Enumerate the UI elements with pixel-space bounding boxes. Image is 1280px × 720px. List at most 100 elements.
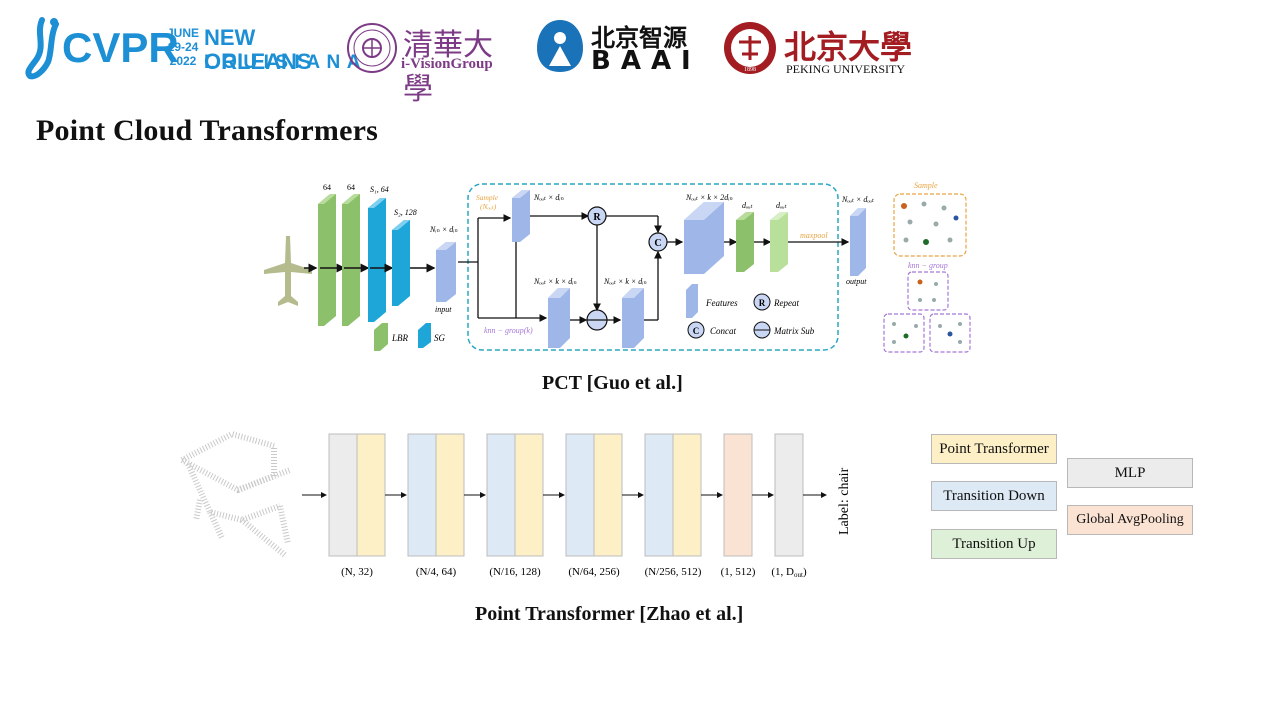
legend-point-transformer: Point Transformer	[931, 434, 1057, 464]
label-nout-paren: (Nₒᵤₜ)	[480, 202, 497, 211]
stage-3-point-transformer	[514, 433, 544, 557]
label-nin: Nᵢₙ × dᵢₙ	[429, 225, 458, 234]
concat-legend-icon	[687, 321, 705, 339]
cvpr-logo: CVPR JUNE 19-24 2022 NEW ORLEANS LOUISIA…	[22, 16, 361, 80]
knn-box-2	[883, 313, 925, 353]
repeat-legend-icon	[753, 293, 771, 311]
pku-name: 北京大學	[784, 28, 913, 66]
stage-3-dims: (N/16, 128)	[489, 566, 541, 578]
cvpr-date-month: JUNE	[166, 26, 199, 40]
label-nkd-b: Nₒᵤₜ × k × dᵢₙ	[603, 277, 647, 286]
pku-logo: 1898 北京大學 PEKING UNIVERSITY	[722, 20, 922, 80]
output-label: Label: chair	[837, 467, 852, 535]
tsinghua-group: i-VisionGroup	[401, 56, 493, 72]
tsinghua-logo: 清華大學 i-VisionGroup	[345, 20, 505, 107]
repeat-legend-letter: R	[759, 298, 766, 308]
lbr-block-1	[318, 194, 336, 326]
legend-transition-down: Transition Down	[931, 481, 1057, 511]
pku-seal-icon: 1898	[724, 22, 776, 74]
label-nout-din: Nₒᵤₜ × dᵢₙ	[533, 193, 564, 202]
chair-pointcloud-icon	[175, 430, 292, 559]
lbr-legend-label: LBR	[391, 333, 409, 343]
lbr-legend-icon	[374, 323, 388, 351]
stage-6-dims: (1, 512)	[721, 566, 756, 578]
features-legend-label: Features	[705, 298, 738, 308]
stage-1-mlp	[328, 433, 358, 557]
stage-1-dims: (N, 32)	[341, 566, 373, 578]
input-block	[436, 242, 456, 302]
sg-legend-icon	[418, 323, 431, 348]
lbr-block-2	[342, 194, 360, 326]
stage-6-global-avg-pooling	[723, 433, 753, 557]
diff-block	[622, 288, 644, 348]
stage-1-point-transformer	[356, 433, 386, 557]
repeat-node-label: R	[593, 212, 601, 223]
legend-mlp: MLP	[1067, 458, 1193, 488]
stage-2-dims: (N/4, 64)	[416, 566, 457, 578]
lbr-block-4	[770, 212, 788, 272]
baai-latin: BAAI	[591, 46, 701, 76]
legend-global-avg-pooling: Global AvgPooling	[1067, 505, 1193, 535]
tsinghua-seal-icon	[347, 23, 397, 73]
label-maxpool: maxpool	[800, 231, 828, 240]
stage-2-transition-down	[407, 433, 437, 557]
sg-legend-label: SG	[434, 333, 446, 343]
side-sample-label: Sample	[914, 181, 938, 190]
cvpr-wordmark: CVPR	[62, 24, 179, 71]
sg-block-2	[392, 220, 410, 306]
stage-3-transition-down	[486, 433, 516, 557]
saxophone-icon	[25, 17, 59, 80]
repeat-legend-label: Repeat	[773, 298, 799, 308]
label-dout-a: dₒᵤₜ	[742, 201, 753, 210]
label-input: input	[435, 305, 452, 314]
baai-mark-icon	[537, 20, 583, 72]
sg-block-1	[368, 198, 386, 322]
point-transformer-diagram: (N, 32) (N/4, 64) (N/16, 128) (N/64, 256…	[175, 430, 852, 579]
label-output: output	[846, 277, 867, 286]
cvpr-date: JUNE 19-24 2022	[164, 26, 202, 68]
cvpr-city: NEW ORLEANS	[204, 25, 312, 74]
label-dout-b: dₒᵤₜ	[776, 201, 787, 210]
label-sample: Sample	[476, 193, 499, 202]
pku-latin: PEKING UNIVERSITY	[786, 62, 905, 76]
stage-5-transition-down	[644, 433, 674, 557]
label-64b: 64	[347, 183, 355, 192]
sample-box	[893, 193, 967, 257]
concat-legend-label: Concat	[710, 326, 736, 336]
legend-transition-up: Transition Up	[931, 529, 1057, 559]
sg-module-box	[467, 183, 839, 351]
pct-architecture-diagram: 64 64 S₁, 64 S₂, 128 LBR SG Nᵢₙ × dᵢₙ in…	[264, 181, 971, 353]
pct-caption: PCT [Guo et al.]	[542, 372, 683, 394]
baai-name: 北京智源	[591, 24, 687, 52]
slide-title: Point Cloud Transformers	[36, 114, 379, 147]
concat-node-label: C	[654, 238, 661, 249]
grouped-block	[548, 288, 570, 348]
stage-4-transition-down	[565, 433, 595, 557]
label-nk2d: Nₒᵤₜ × k × 2dᵢₙ	[685, 193, 733, 202]
label-nkd-a: Nₒᵤₜ × k × dᵢₙ	[533, 277, 577, 286]
sample-points	[901, 201, 959, 245]
stage-7-mlp	[774, 433, 804, 557]
sampled-block	[512, 190, 530, 242]
stage-2-point-transformer	[435, 433, 465, 557]
pt-caption: Point Transformer [Zhao et al.]	[475, 603, 744, 625]
cvpr-date-days: 19-24	[167, 40, 199, 54]
label-64a: 64	[323, 183, 331, 192]
lbr-block-3	[736, 212, 754, 272]
stage-4-dims: (N/64, 256)	[568, 566, 620, 578]
cvpr-state: LOUISIANA	[204, 52, 367, 73]
baai-logo: 北京智源 BAAI	[535, 18, 695, 76]
cvpr-date-year: 2022	[169, 54, 197, 68]
stage-5-point-transformer	[672, 433, 702, 557]
label-s1: S₁, 64	[370, 185, 389, 194]
matrix-sub-legend-label: Matrix Sub	[773, 326, 815, 336]
knn-box-1	[907, 271, 949, 311]
stage-5-dims: (N/256, 512)	[645, 566, 702, 578]
pku-seal-year: 1898	[744, 67, 756, 73]
label-knn-group-k: knn − group(k)	[484, 326, 533, 335]
stage-4-point-transformer	[593, 433, 623, 557]
stage-7-dims: (1, Dout)	[771, 566, 807, 579]
label-nout-dout: Nₒᵤₜ × dₒᵤₜ	[841, 195, 874, 204]
label-s2: S₂, 128	[394, 208, 417, 217]
tsinghua-name: 清華大學	[403, 28, 493, 107]
